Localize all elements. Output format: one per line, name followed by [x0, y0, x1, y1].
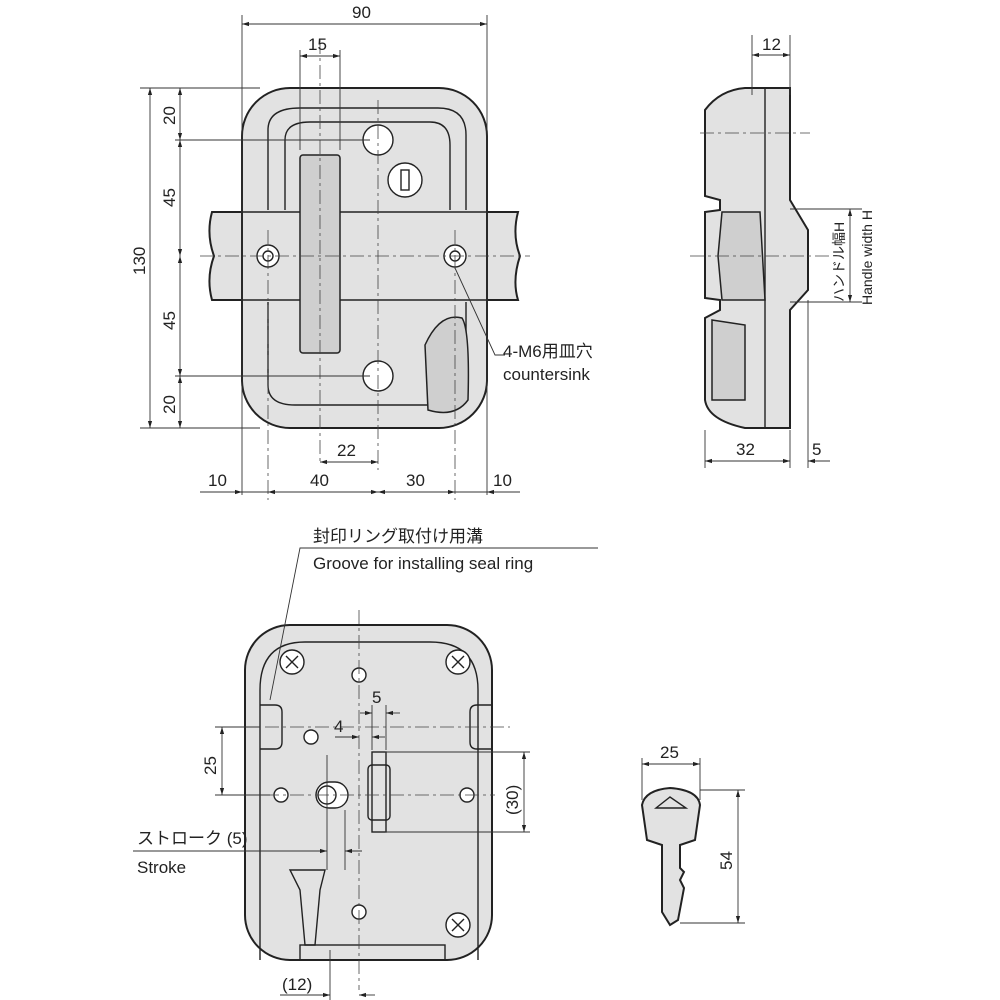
dim-left-span: 40: [310, 471, 329, 490]
dim-top-depth: 12: [762, 35, 781, 54]
groove-label-jp: 封印リング取付け用溝: [313, 527, 483, 546]
key-icon: [640, 786, 702, 927]
grip-recess: [424, 316, 470, 414]
dim-key-offset: 22: [337, 441, 356, 460]
dim-bottom-offset: (12): [282, 975, 312, 994]
dim-left-margin: 10: [208, 471, 227, 490]
dim-lower: 45: [160, 311, 179, 330]
groove-label-en: Groove for installing seal ring: [313, 554, 533, 573]
dim-vertical: 25: [201, 756, 220, 775]
dim-key-length: 54: [717, 851, 736, 870]
dim-height-total: 130: [130, 247, 149, 275]
grip-section: [711, 319, 746, 401]
dim-protrusion: 5: [812, 440, 821, 459]
screw-icon: [445, 912, 471, 938]
dim-slot-length: (30): [503, 785, 522, 815]
stroke-label-jp: ストローク (5): [137, 829, 248, 848]
side-view: 12 32 5 ハンドル幅H Handle width H: [690, 35, 875, 468]
dim-slot-width: 5: [372, 688, 381, 707]
dim-top: 20: [160, 106, 179, 125]
stroke-label-en: Stroke: [137, 858, 186, 877]
dim-overall-width: 90: [352, 3, 371, 22]
dim-offset: 4: [334, 717, 343, 736]
dim-right-margin: 10: [493, 471, 512, 490]
key-view: 25 54: [640, 743, 745, 927]
countersink-callout-jp: 4-M6用皿穴: [503, 342, 593, 361]
screw-icon: [279, 649, 305, 675]
dim-key-width: 25: [660, 743, 679, 762]
countersink-callout-en: countersink: [503, 365, 590, 384]
rear-view: 封印リング取付け用溝 Groove for installing seal ri…: [133, 527, 598, 1000]
dim-bottom: 20: [160, 395, 179, 414]
dim-depth: 32: [736, 440, 755, 459]
dim-upper: 45: [160, 188, 179, 207]
front-view: 90 15 130 20 45 45 20 10 40 30 10 22 4-M…: [130, 3, 593, 500]
dim-handle-width: 15: [308, 35, 327, 54]
handle-width-label-jp: ハンドル幅H: [831, 222, 847, 302]
handle-width-label-en: Handle width H: [859, 210, 875, 305]
keyhole: [387, 162, 423, 198]
dim-right-span: 30: [406, 471, 425, 490]
screw-icon: [445, 649, 471, 675]
